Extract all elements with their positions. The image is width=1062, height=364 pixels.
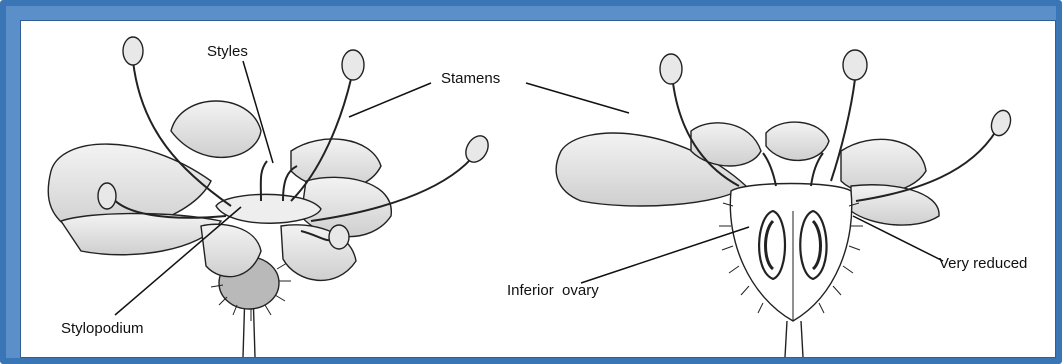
right-anther-3 — [988, 108, 1014, 139]
label-stamens: Stamens — [441, 71, 500, 86]
right-flower-stalk — [785, 321, 803, 357]
leader-inferior-ovary — [581, 227, 749, 283]
left-anther-3 — [461, 132, 492, 166]
left-petal-left-lower — [61, 214, 221, 255]
leader-stamens-left — [349, 83, 431, 117]
label-styles: Styles — [207, 44, 248, 59]
flower-illustration — [21, 21, 1055, 357]
left-anther-5 — [329, 225, 349, 249]
left-anther-1 — [123, 37, 143, 65]
right-flower-ovary — [730, 184, 851, 322]
left-petal-top — [171, 101, 261, 157]
leader-stamens-right — [526, 83, 629, 113]
right-petal-right-lower — [851, 185, 939, 225]
right-petal-top-left — [691, 123, 761, 166]
right-flower — [556, 50, 1014, 357]
label-very-reduced: Very reduced — [939, 256, 1027, 271]
right-petal-top — [766, 122, 829, 160]
right-anther-2 — [843, 50, 867, 80]
left-anther-2 — [342, 50, 364, 80]
label-stylopodium: Stylopodium — [61, 321, 144, 336]
left-anther-4 — [98, 183, 116, 209]
right-anther-1 — [660, 54, 682, 84]
label-inferior-ovary: Inferior ovary — [507, 283, 599, 298]
diagram-panel: Styles Stamens Stylopodium Inferior ovar… — [20, 20, 1056, 358]
